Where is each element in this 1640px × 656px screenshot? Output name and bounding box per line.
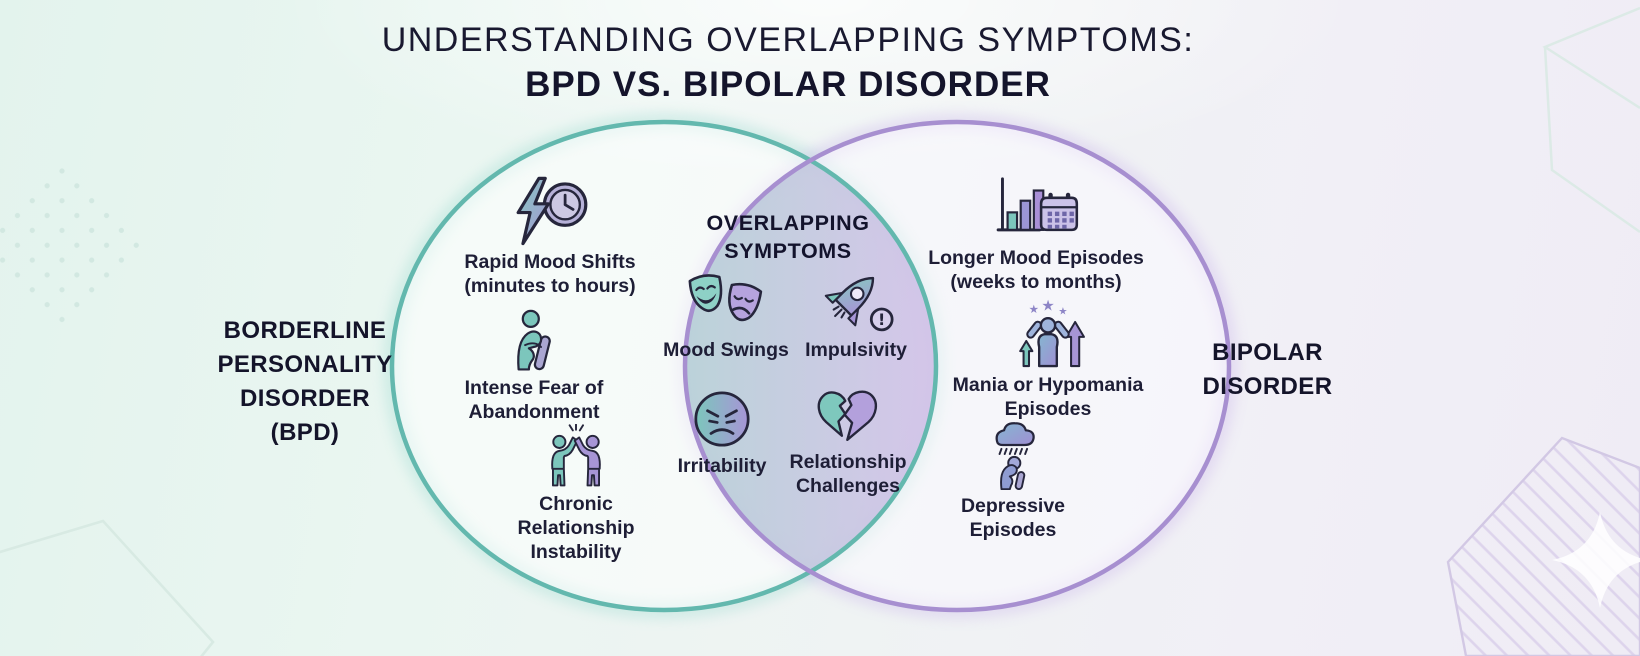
item-impulsivity: ! Impulsivity bbox=[781, 268, 931, 363]
item-rapid-mood-shifts: Rapid Mood Shifts (minutes to hours) bbox=[445, 176, 655, 299]
item-intense-fear-of-abandonment: Intense Fear of Abandonment bbox=[439, 308, 629, 425]
item-chronic-relationship-instability: Chronic Relationship Instability bbox=[496, 424, 656, 564]
rain-cloud-sad-person-icon bbox=[995, 422, 1035, 490]
title-line2: BPD VS. BIPOLAR DISORDER bbox=[525, 65, 1051, 104]
item-label: Irritability bbox=[677, 455, 767, 477]
item-irritability: Irritability bbox=[647, 388, 797, 479]
item-mania-or-hypomania-episodes: ★ ★ ★ Mania or Hypomania Episodes bbox=[938, 298, 1158, 422]
item-label: Relationship Challenges bbox=[789, 451, 907, 497]
hexagon-outline-bottom-left bbox=[0, 519, 215, 656]
person-hugging-knees-icon bbox=[517, 309, 551, 371]
item-label: Impulsivity bbox=[805, 339, 907, 361]
svg-text:★: ★ bbox=[1041, 298, 1054, 314]
two-people-high-five-icon bbox=[551, 424, 601, 487]
bipolar-side-label: BIPOLAR DISORDER bbox=[1202, 339, 1333, 401]
item-mood-swings: Mood Swings bbox=[646, 270, 806, 363]
svg-text:★: ★ bbox=[1058, 307, 1067, 318]
sparkle-decoration bbox=[1552, 512, 1640, 608]
item-label: Mania or Hypomania Episodes bbox=[952, 374, 1144, 420]
item-relationship-challenges: Relationship Challenges bbox=[768, 386, 928, 499]
overlap-heading: OVERLAPPING SYMPTOMS bbox=[706, 211, 870, 263]
title-line1: UNDERSTANDING OVERLAPPING SYMPTOMS: bbox=[381, 21, 1195, 59]
angry-face-icon bbox=[694, 391, 750, 447]
hatched-hexagon-bottom-right bbox=[1446, 436, 1640, 656]
item-label: Depressive Episodes bbox=[960, 495, 1066, 541]
broken-heart-icon bbox=[817, 390, 878, 441]
item-label: Rapid Mood Shifts (minutes to hours) bbox=[464, 251, 636, 297]
mania-person-stars-arrows-icon: ★ ★ ★ bbox=[1019, 298, 1085, 368]
header: UNDERSTANDING OVERLAPPING SYMPTOMS: BPD … bbox=[0, 21, 1576, 105]
bpd-side-label: BORDERLINE PERSONALITY DISORDER (BPD) bbox=[217, 317, 393, 447]
item-depressive-episodes: Depressive Episodes bbox=[928, 418, 1098, 543]
item-longer-mood-episodes: Longer Mood Episodes (weeks to months) bbox=[921, 174, 1151, 295]
item-label: Intense Fear of Abandonment bbox=[464, 377, 604, 423]
theater-masks-icon bbox=[688, 274, 763, 322]
bar-chart-calendar-icon bbox=[996, 177, 1079, 232]
lightning-clock-icon bbox=[516, 176, 588, 246]
overlap-region bbox=[685, 122, 936, 610]
svg-text:★: ★ bbox=[1029, 302, 1039, 316]
item-label: Longer Mood Episodes (weeks to months) bbox=[928, 247, 1144, 293]
rocket-exclamation-icon: ! bbox=[824, 276, 894, 332]
item-label: Chronic Relationship Instability bbox=[517, 493, 635, 563]
item-label: Mood Swings bbox=[663, 339, 789, 361]
svg-text:!: ! bbox=[878, 310, 885, 329]
